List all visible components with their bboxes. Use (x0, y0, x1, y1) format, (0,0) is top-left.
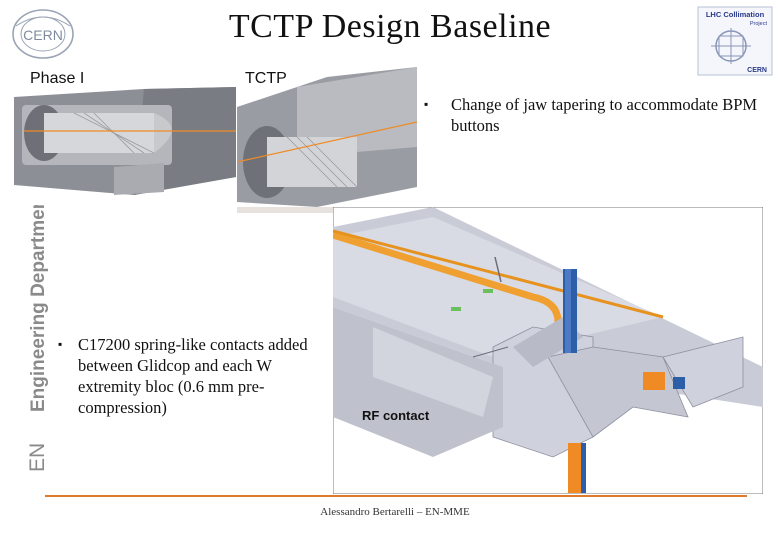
cern-logo-text: CERN (23, 27, 63, 43)
tctp-label: TCTP (245, 70, 287, 87)
lhc-logo-cern: CERN (747, 67, 767, 74)
square-bullet-icon: ▪ (58, 337, 63, 351)
bullet-item-spring-contacts: ▪ C17200 spring-like contacts added betw… (58, 334, 328, 418)
bullet-item-jaw-tapering: ▪ Change of jaw tapering to accommodate … (424, 94, 769, 136)
lhc-collimation-logo: LHC Collimation Project CERN (697, 6, 773, 76)
department-name: Engineering Department (28, 200, 49, 412)
tctp-cad-image (236, 67, 418, 213)
lhc-logo-subtitle: Project (750, 21, 768, 27)
phase1-cad-image (14, 67, 236, 205)
bullet-text: C17200 spring-like contacts added betwee… (78, 335, 308, 417)
rf-contact-label: RF contact (362, 408, 430, 423)
footer-author: Alessandro Bertarelli – EN-MME (320, 506, 470, 518)
assembly-cad-image (331, 206, 764, 495)
lhc-logo-title: LHC Collimation (706, 10, 765, 19)
department-side-label: Engineering Department EN (26, 191, 50, 475)
slide-title: TCTP Design Baseline (228, 8, 552, 45)
square-bullet-icon: ▪ (424, 97, 429, 111)
phase1-label: Phase I (30, 70, 85, 87)
footer-divider (45, 495, 747, 497)
department-en: EN (26, 443, 49, 472)
bullet-text: Change of jaw tapering to accommodate BP… (451, 95, 758, 135)
cern-logo: CERN (8, 6, 78, 62)
